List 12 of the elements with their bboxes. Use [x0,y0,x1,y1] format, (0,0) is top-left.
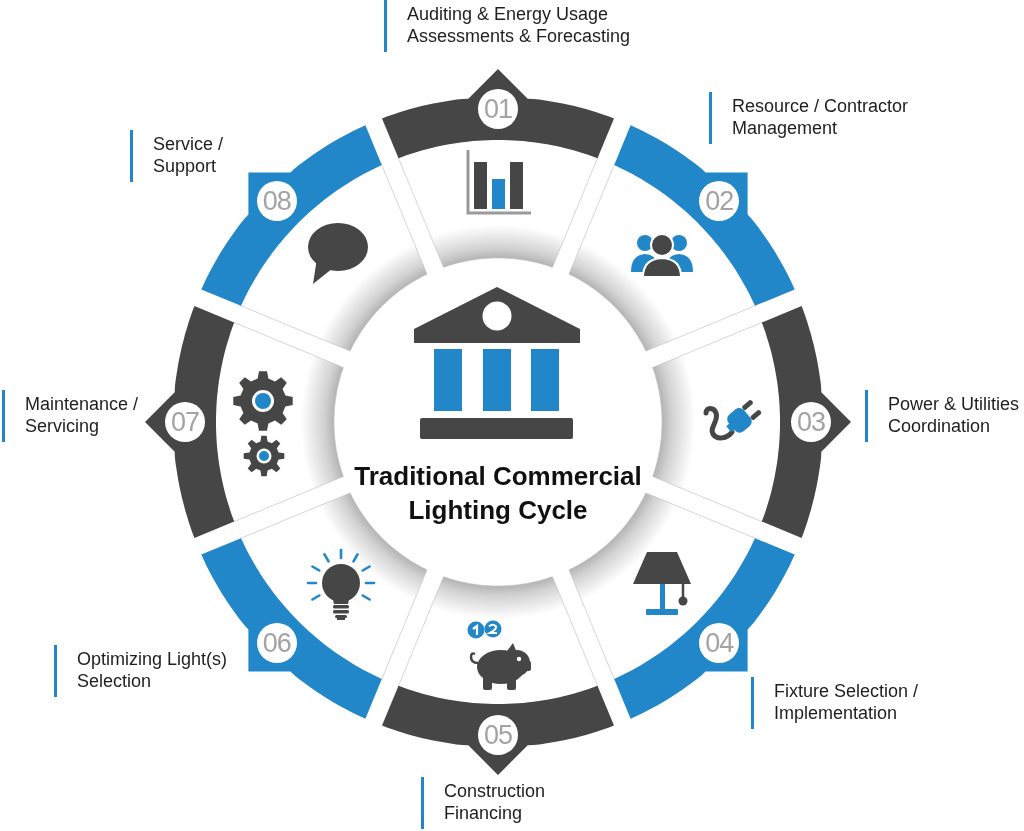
step-label: Power & Utilities Coordination [865,390,1022,442]
ring-segment [145,305,344,539]
center-title: Traditional Commercial Lighting Cycle [353,460,643,527]
ring-segment [652,305,851,539]
step-label: Fixture Selection / Implementation [751,677,926,729]
step-label: Resource / Contractor Management [709,92,916,144]
ring-segment [381,576,615,775]
step-label: Optimizing Light(s) Selection [54,645,235,697]
step-label: Auditing & Energy Usage Assessments & Forecasting [384,0,639,52]
step-label: Maintenance / Servicing [2,390,147,442]
step-label: Service / Support [130,130,231,182]
step-label: Construction Financing [421,777,554,829]
